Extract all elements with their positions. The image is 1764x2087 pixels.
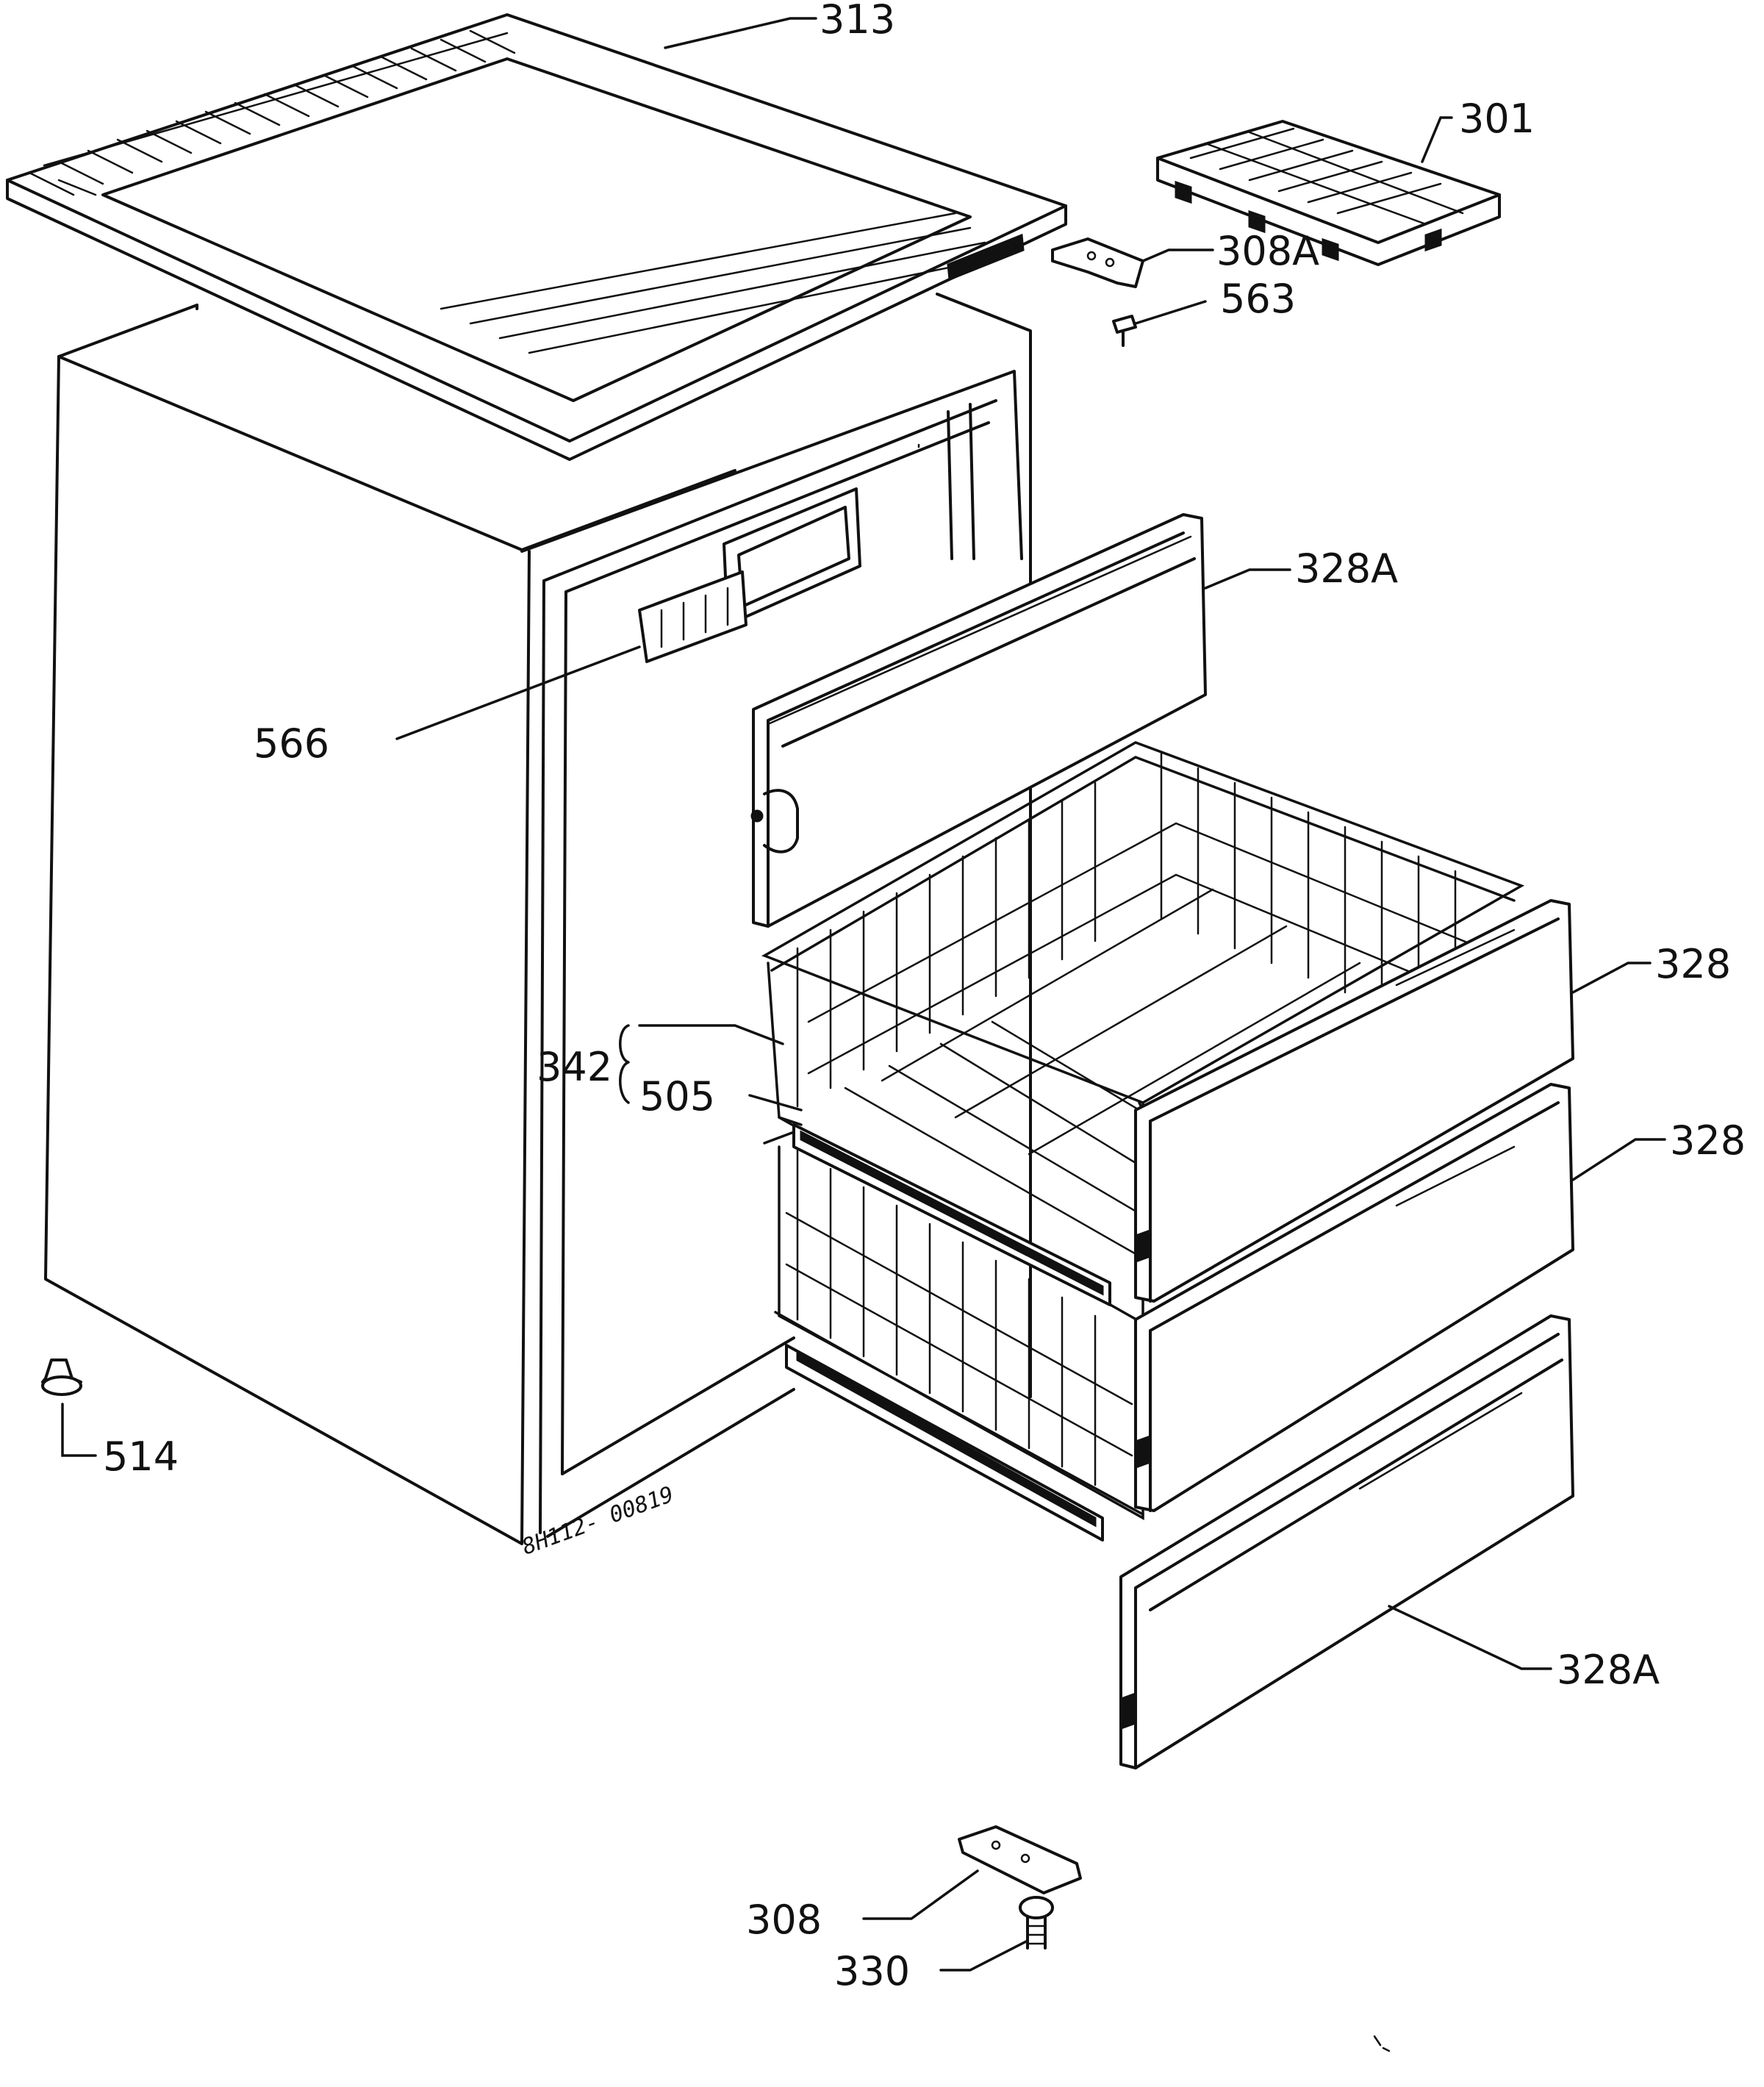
basket-lower xyxy=(763,1131,1144,1542)
ice-tray xyxy=(1156,120,1501,266)
label-313: 313 xyxy=(820,0,895,43)
top-cover xyxy=(6,13,1067,461)
scan-speck xyxy=(1373,2035,1391,2052)
slide-rail xyxy=(792,1123,1111,1306)
hinge-bottom xyxy=(958,1825,1082,1894)
label-328-lower: 328 xyxy=(1670,1117,1746,1164)
hinge-top xyxy=(1051,237,1144,288)
drawing-code: 8H112- 00819 xyxy=(519,1481,678,1560)
label-328A-top: 328A xyxy=(1295,545,1398,592)
screw-top xyxy=(1112,315,1137,347)
handle-assembly xyxy=(638,487,861,663)
drawer-front-upper xyxy=(1134,899,1574,1303)
door-panel-bottom xyxy=(1119,1314,1574,1769)
foot xyxy=(41,1358,82,1396)
door-panel-top xyxy=(750,513,1207,928)
label-308A: 308A xyxy=(1216,228,1319,274)
leader-lines xyxy=(61,17,1666,1972)
label-328A-bottom: 328A xyxy=(1557,1647,1660,1693)
label-308: 308 xyxy=(746,1897,822,1943)
label-566: 566 xyxy=(254,720,329,767)
label-514: 514 xyxy=(103,1433,179,1480)
cabinet-body xyxy=(44,293,1032,1545)
label-505: 505 xyxy=(639,1073,715,1120)
label-328-upper: 328 xyxy=(1655,941,1731,987)
label-342: 342 xyxy=(537,1044,612,1090)
label-330: 330 xyxy=(834,1948,910,1994)
drawer-front-lower xyxy=(1134,1083,1574,1512)
screw-bottom xyxy=(1019,1896,1054,1950)
label-563: 563 xyxy=(1220,276,1296,322)
label-301: 301 xyxy=(1459,96,1535,142)
